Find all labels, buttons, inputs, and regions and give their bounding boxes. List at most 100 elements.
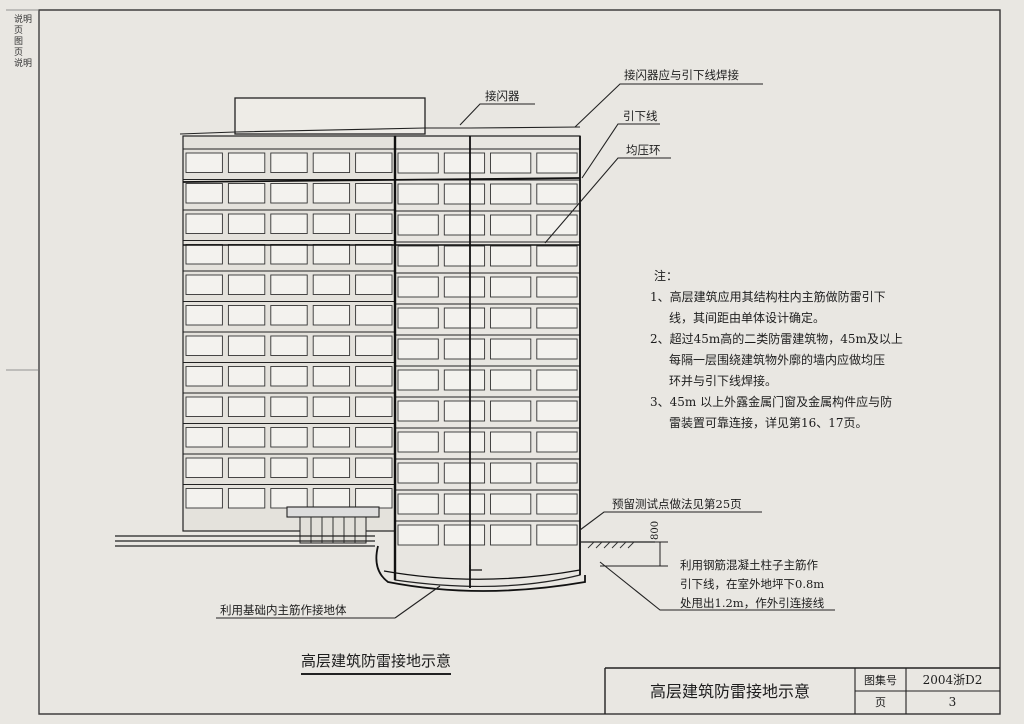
facade-window [536,338,578,360]
leader-test-point [579,511,762,531]
facade-window [397,214,439,236]
facade-window [270,244,308,265]
facade-window [185,244,223,265]
facade-window [355,366,393,387]
facade-window [227,457,266,478]
notes-block: 注： 1、高层建筑应用其结构柱内主筋做防雷引下 线，其间距由单体设计确定。 2、… [650,266,903,434]
facade-window [536,307,578,329]
facade-window [270,427,308,448]
facade-window [443,183,486,205]
facade-window [397,307,439,329]
facade-window [490,307,532,329]
drawing-caption: 高层建筑防雷接地示意 [301,650,452,675]
right-facade [394,135,581,588]
title-block: 高层建筑防雷接地示意 图集号 2004浙D2 页 3 [605,668,999,712]
facade-window [443,245,486,267]
equalizing-ring-1 [182,177,581,183]
facade-window [227,427,266,448]
note-item-3-line-1: 3、45m 以上外露金属门窗及金属构件应与防 [650,395,893,409]
side-label: 说明 页 图 页 说明 [14,15,33,69]
facade-window [185,305,223,326]
facade-window [355,457,393,478]
facade-window [185,457,223,478]
facade-window [490,524,532,546]
facade-window [227,305,266,326]
facade-window [397,152,439,174]
facade-window [227,152,266,173]
title-block-frame [604,667,1000,714]
title-block-title: 高层建筑防雷接地示意 [649,682,810,701]
facade-window [185,366,223,387]
facade-window [270,274,308,295]
facade-window [312,335,351,356]
facade-window [270,488,308,509]
facade-window [355,244,393,265]
facade-window [536,462,578,484]
facade-window [185,183,223,204]
note-item-3-line-2: 雷装置可靠连接，详见第16、17页。 [669,416,868,430]
facade-window [443,369,486,391]
note-item-2-line-2: 每隔一层围绕建筑物外廓的墙内应做均压 [669,353,886,367]
facade-window [536,276,578,298]
facade-window [270,213,308,234]
foundation-outline [375,545,586,592]
note-item-1-line-2: 线，其间距由单体设计确定。 [669,311,826,325]
facade-window [270,152,308,173]
facade-window [312,305,351,326]
column-rebar-note-line: 处甩出1.2m，作外引连接线 [680,596,825,610]
facade-window [185,488,223,509]
facade-window [227,366,266,387]
facade-window [536,245,578,267]
label-air-terminal: 接闪器 [485,89,520,103]
facade-window [312,213,351,234]
facade-window [443,276,486,298]
facade-window [185,274,223,295]
facade-window [355,427,393,448]
facade-window [397,276,439,298]
facade-window [227,183,266,204]
label-test-point: 预留测试点做法见第25页 [612,497,742,511]
facade-window [536,400,578,422]
facade-window [227,335,266,356]
facade-window [312,488,351,509]
facade-window [443,307,486,329]
air-terminal-line [179,126,581,135]
facade-window [270,305,308,326]
facade-window [443,338,486,360]
leader-down-conductor [581,123,660,179]
facade-window [397,369,439,391]
leader-equalizing-ring [544,157,671,244]
atlas-number: 2004浙D2 [922,673,983,687]
label-air-terminal-welded: 接闪器应与引下线焊接 [624,68,739,82]
facade-window [536,493,578,515]
facade-window [270,183,308,204]
facade-window [185,427,223,448]
facade-window [490,214,532,236]
label-foundation-grounding: 利用基础内主筋作接地体 [220,603,347,617]
facade-window [355,213,393,234]
entrance-canopy [286,506,380,544]
facade-window [443,214,486,236]
facade-window [355,335,393,356]
facade-window [490,369,532,391]
note-item-2-line-3: 环并与引下线焊接。 [669,374,778,388]
facade-window [490,493,532,515]
facade-window [227,274,266,295]
facade-window [355,274,393,295]
facade-window [185,152,223,173]
leader-column-rebar [599,561,835,611]
facade-window [490,245,532,267]
facade-window [397,245,439,267]
facade-window [536,431,578,453]
label-down-conductor: 引下线 [623,109,658,123]
facade-window [227,488,266,509]
label-equalizing-ring: 均压环 [626,143,661,157]
facade-window [355,183,393,204]
left-facade [182,135,396,532]
facade-window [355,488,393,509]
facade-window [312,396,351,417]
facade-window [227,396,266,417]
facade-window [397,493,439,515]
facade-window [185,335,223,356]
